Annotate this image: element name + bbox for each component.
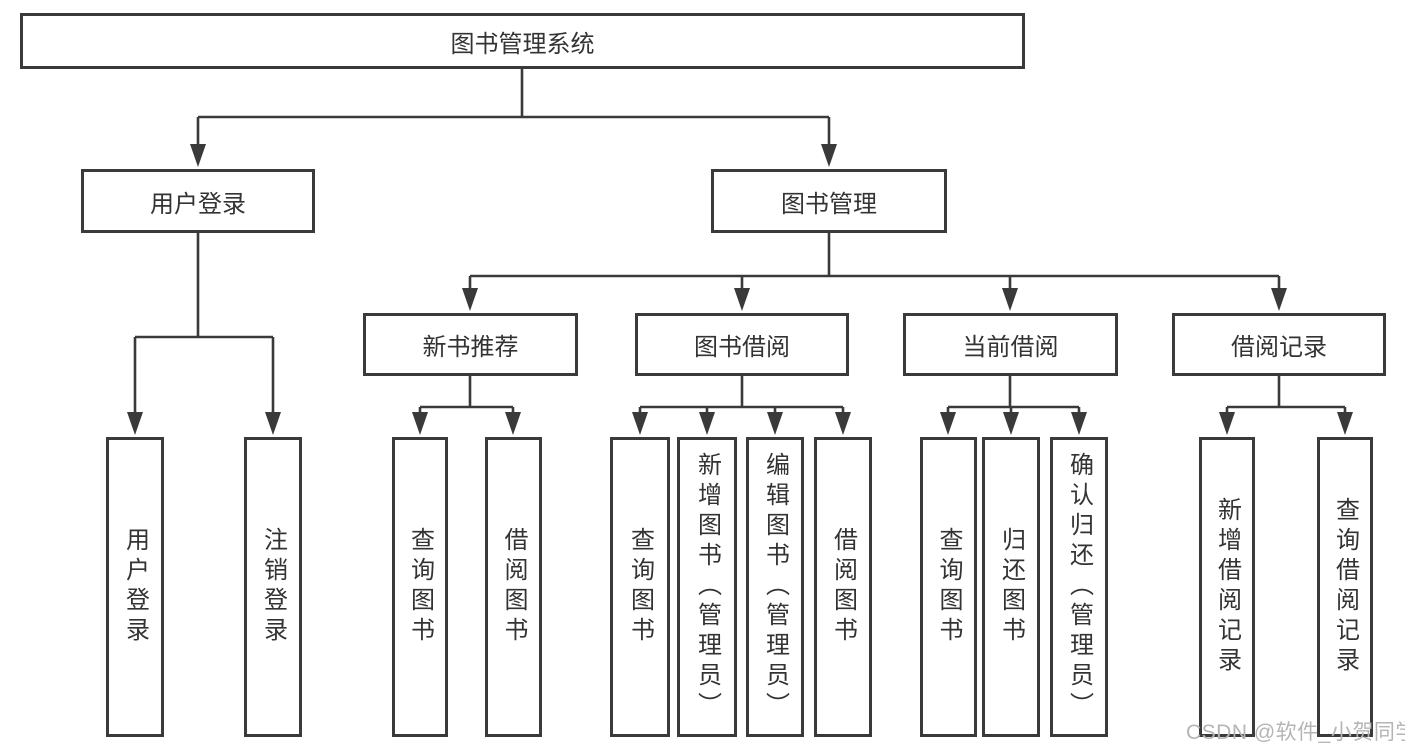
leaf-edit-books-admin: 编辑图书（管理员） — [746, 437, 804, 737]
leaf-logout: 注销登录 — [244, 437, 302, 737]
leaf-add-borrow-record: 新增借阅记录 — [1199, 437, 1255, 737]
leaf-return-books: 归还图书 — [982, 437, 1040, 737]
node-current-borrow: 当前借阅 — [903, 313, 1118, 376]
node-new-book-recommend: 新书推荐 — [363, 313, 578, 376]
leaf-borrow-books-recommend: 借阅图书 — [485, 437, 542, 737]
leaf-user-login: 用户登录 — [106, 437, 164, 737]
node-borrow-record: 借阅记录 — [1172, 313, 1386, 376]
leaf-borrow-books-borrow: 借阅图书 — [814, 437, 872, 737]
leaf-query-borrow-record: 查询借阅记录 — [1317, 437, 1373, 737]
leaf-query-books-borrow: 查询图书 — [610, 437, 670, 737]
leaf-confirm-return-admin: 确认归还（管理员） — [1050, 437, 1108, 737]
leaf-add-books-admin: 新增图书（管理员） — [677, 437, 737, 737]
leaf-query-books-recommend: 查询图书 — [392, 437, 448, 737]
node-user-login: 用户登录 — [81, 169, 315, 233]
node-book-manage: 图书管理 — [711, 169, 947, 233]
watermark: CSDN @软件_小贺同学 — [1186, 721, 1405, 744]
node-book-borrow: 图书借阅 — [635, 313, 849, 376]
node-root: 图书管理系统 — [20, 13, 1025, 69]
leaf-query-books-current: 查询图书 — [920, 437, 977, 737]
